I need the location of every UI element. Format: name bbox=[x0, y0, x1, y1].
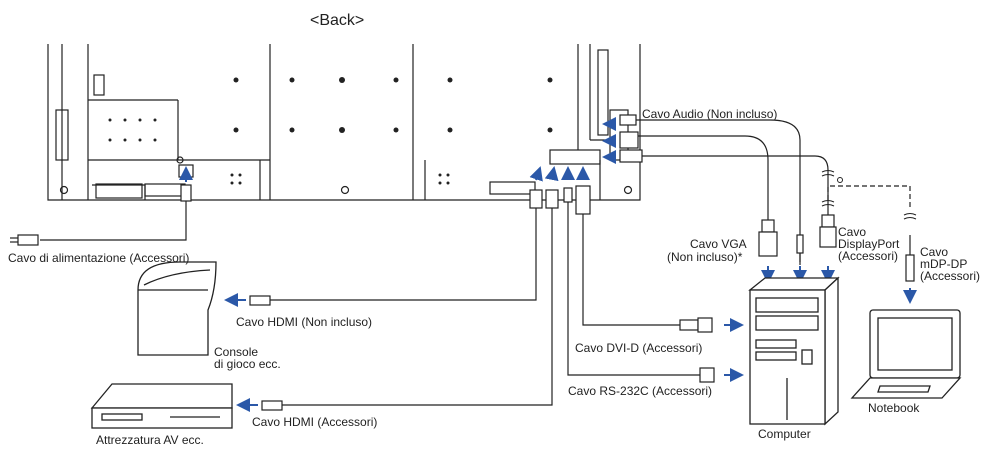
hdmi-cable-av bbox=[282, 208, 553, 406]
notebook-label: Notebook bbox=[868, 401, 920, 415]
computer-tower bbox=[748, 276, 840, 426]
dp-cable-label-1: Cavo bbox=[838, 225, 867, 239]
hdmi-non-incluso-label: Cavo HDMI (Non incluso) bbox=[236, 315, 373, 329]
right-side-connectors bbox=[619, 114, 643, 163]
console-label-2: di gioco ecc. bbox=[214, 357, 281, 371]
power-cable-label: Cavo di alimentazione (Accessori) bbox=[8, 251, 190, 265]
game-console bbox=[137, 261, 217, 356]
dp-cable bbox=[642, 155, 829, 215]
av-device bbox=[90, 383, 233, 429]
dp-cable-label-2: DisplayPort bbox=[838, 237, 900, 251]
dp-cable-label-3: (Accessori) bbox=[838, 249, 899, 263]
notebook bbox=[850, 309, 962, 399]
vga-cable bbox=[638, 135, 769, 220]
mdp-cable-label-1: Cavo bbox=[920, 245, 949, 259]
audio-cable bbox=[636, 119, 801, 265]
panel-holes bbox=[108, 77, 553, 185]
av-device-label: Attrezzatura AV ecc. bbox=[96, 433, 204, 447]
panel-input-arrows bbox=[529, 166, 590, 182]
hdmi-plug-console bbox=[249, 295, 271, 306]
mdp-cable-label-2: mDP-DP bbox=[920, 257, 968, 271]
monitor-back-panel bbox=[47, 44, 641, 201]
audio-cable-label: Cavo Audio (Non incluso) bbox=[642, 107, 778, 121]
hdmi-plug-av bbox=[261, 400, 283, 411]
hdmi-accessori-label: Cavo HDMI (Accessori) bbox=[252, 415, 378, 429]
diagram-title: <Back> bbox=[310, 12, 365, 29]
rs232-cable bbox=[567, 202, 700, 376]
hdmi-dvi-rs232-connectors bbox=[529, 185, 591, 215]
vga-cable-label-1: Cavo VGA bbox=[690, 237, 747, 251]
cable-break-marks bbox=[821, 170, 917, 220]
rs232-cable-label: Cavo RS-232C (Accessori) bbox=[568, 384, 713, 398]
mdp-cable-label-3: (Accessori) bbox=[920, 269, 981, 283]
vga-cable-label-2: (Non incluso)* bbox=[667, 250, 743, 264]
computer-label: Computer bbox=[758, 427, 811, 441]
right-input-arrows bbox=[602, 117, 616, 164]
dvi-cable bbox=[582, 214, 680, 326]
console-label-1: Console bbox=[214, 345, 259, 359]
hdmi-cable-console bbox=[270, 208, 537, 301]
dvi-cable-label: Cavo DVI-D (Accessori) bbox=[575, 341, 703, 355]
mdp-cable bbox=[827, 185, 911, 210]
